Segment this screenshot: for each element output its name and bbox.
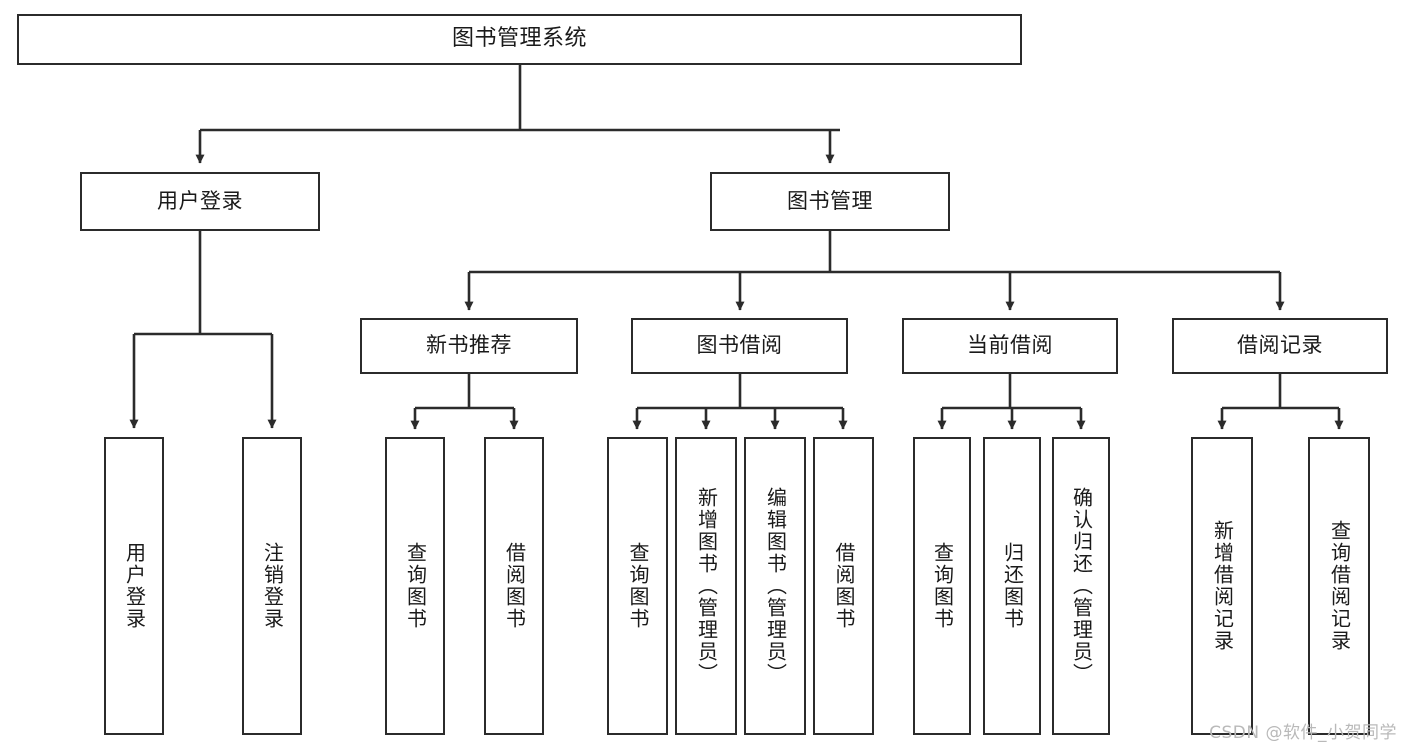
node-label: 查询图书 <box>403 542 428 630</box>
leaf-add-borrow-record[interactable]: 新增借阅记录 <box>1191 437 1253 735</box>
node-label: 归还图书 <box>1000 542 1025 630</box>
node-user-login[interactable]: 用户登录 <box>80 172 320 231</box>
leaf-query-book-2[interactable]: 查询图书 <box>607 437 668 735</box>
node-label: 新增借阅记录 <box>1210 520 1235 652</box>
leaf-confirm-return[interactable]: 确认归还（管理员） <box>1052 437 1110 735</box>
leaf-query-book-1[interactable]: 查询图书 <box>385 437 445 735</box>
node-label: 图书借阅 <box>696 333 783 358</box>
node-label: 查询借阅记录 <box>1327 520 1352 652</box>
node-system-title[interactable]: 图书管理系统 <box>17 14 1022 65</box>
node-label: 图书管理系统 <box>451 26 587 52</box>
node-label: 确认归还（管理员） <box>1069 487 1094 685</box>
leaf-add-book[interactable]: 新增图书（管理员） <box>675 437 737 735</box>
node-label: 借阅图书 <box>502 542 527 630</box>
leaf-query-borrow-record[interactable]: 查询借阅记录 <box>1308 437 1370 735</box>
node-new-book-recommend[interactable]: 新书推荐 <box>360 318 578 374</box>
leaf-edit-book[interactable]: 编辑图书（管理员） <box>744 437 806 735</box>
leaf-user-login[interactable]: 用户登录 <box>104 437 164 735</box>
leaf-user-logout[interactable]: 注销登录 <box>242 437 302 735</box>
node-label: 新书推荐 <box>426 333 512 358</box>
node-borrow-record[interactable]: 借阅记录 <box>1172 318 1388 374</box>
node-label: 查询图书 <box>930 542 955 630</box>
node-label: 查询图书 <box>626 542 650 630</box>
node-label: 编辑图书（管理员） <box>763 487 788 685</box>
node-label: 图书管理 <box>787 188 873 213</box>
node-book-borrow[interactable]: 图书借阅 <box>631 318 848 374</box>
node-label: 新增图书（管理员） <box>694 487 719 685</box>
node-label: 用户登录 <box>122 542 147 630</box>
node-label: 当前借阅 <box>967 333 1053 358</box>
node-label: 借阅图书 <box>832 542 856 630</box>
node-current-borrow[interactable]: 当前借阅 <box>902 318 1118 374</box>
leaf-return-book[interactable]: 归还图书 <box>983 437 1041 735</box>
node-label: 借阅记录 <box>1237 333 1323 358</box>
leaf-borrow-book-1[interactable]: 借阅图书 <box>484 437 544 735</box>
leaf-query-book-3[interactable]: 查询图书 <box>913 437 971 735</box>
leaf-borrow-book-2[interactable]: 借阅图书 <box>813 437 874 735</box>
node-label: 用户登录 <box>157 188 243 213</box>
node-label: 注销登录 <box>260 542 285 630</box>
node-book-management[interactable]: 图书管理 <box>710 172 950 231</box>
